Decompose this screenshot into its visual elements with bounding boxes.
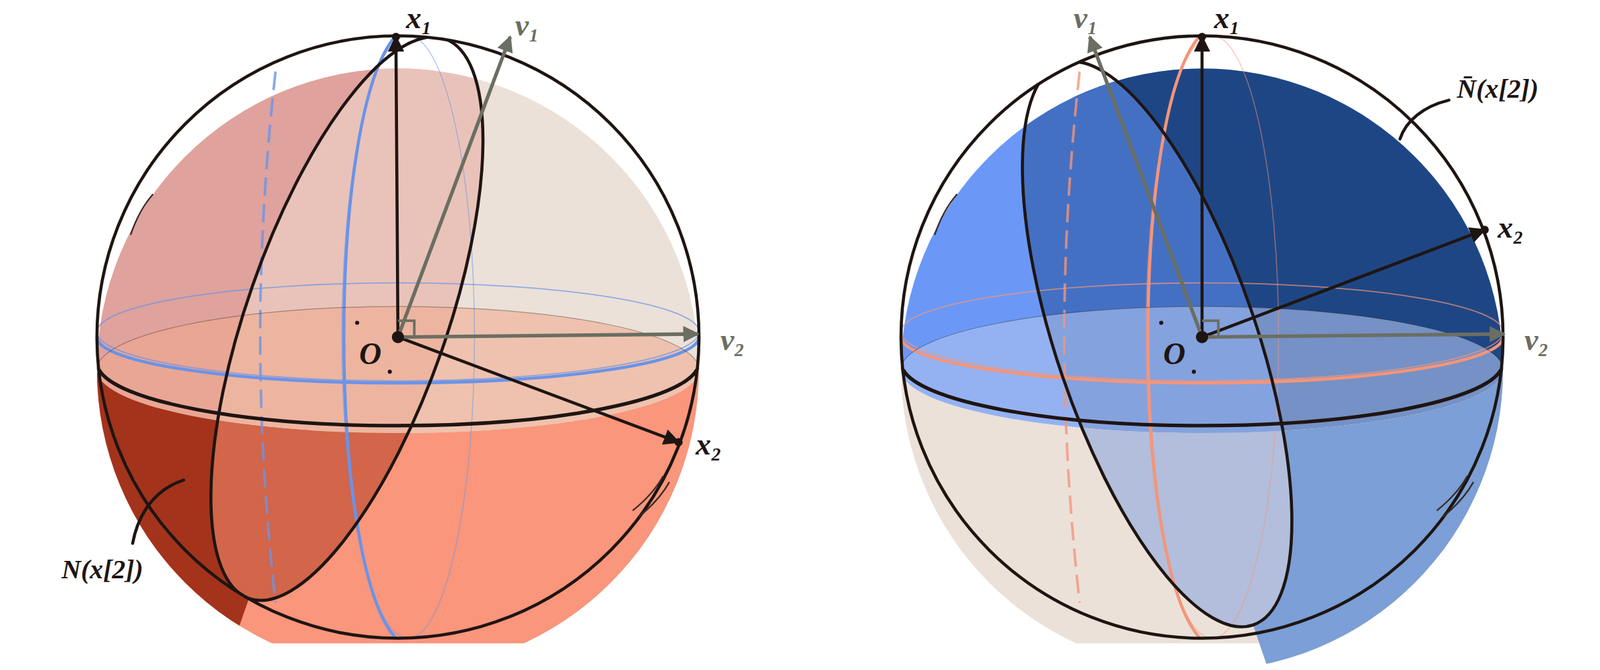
sphere <box>677 0 1600 670</box>
origin-label: O <box>359 338 382 370</box>
origin-label: O <box>1163 338 1186 370</box>
vector-label: x₁ <box>1214 2 1241 34</box>
region-label: N(x[2]) <box>61 555 144 583</box>
vector-label: x₁ <box>406 2 433 34</box>
vector-label: v₁ <box>515 10 540 41</box>
region-label: N̄(x[2]) <box>1456 75 1539 103</box>
vector-label: x₂ <box>1497 212 1524 243</box>
sphere <box>0 0 837 670</box>
vector-label: v₁ <box>1073 2 1098 34</box>
vector-label: x₂ <box>695 428 722 460</box>
vector-label: v₂ <box>1524 324 1549 356</box>
vector-label: v₂ <box>720 324 745 356</box>
